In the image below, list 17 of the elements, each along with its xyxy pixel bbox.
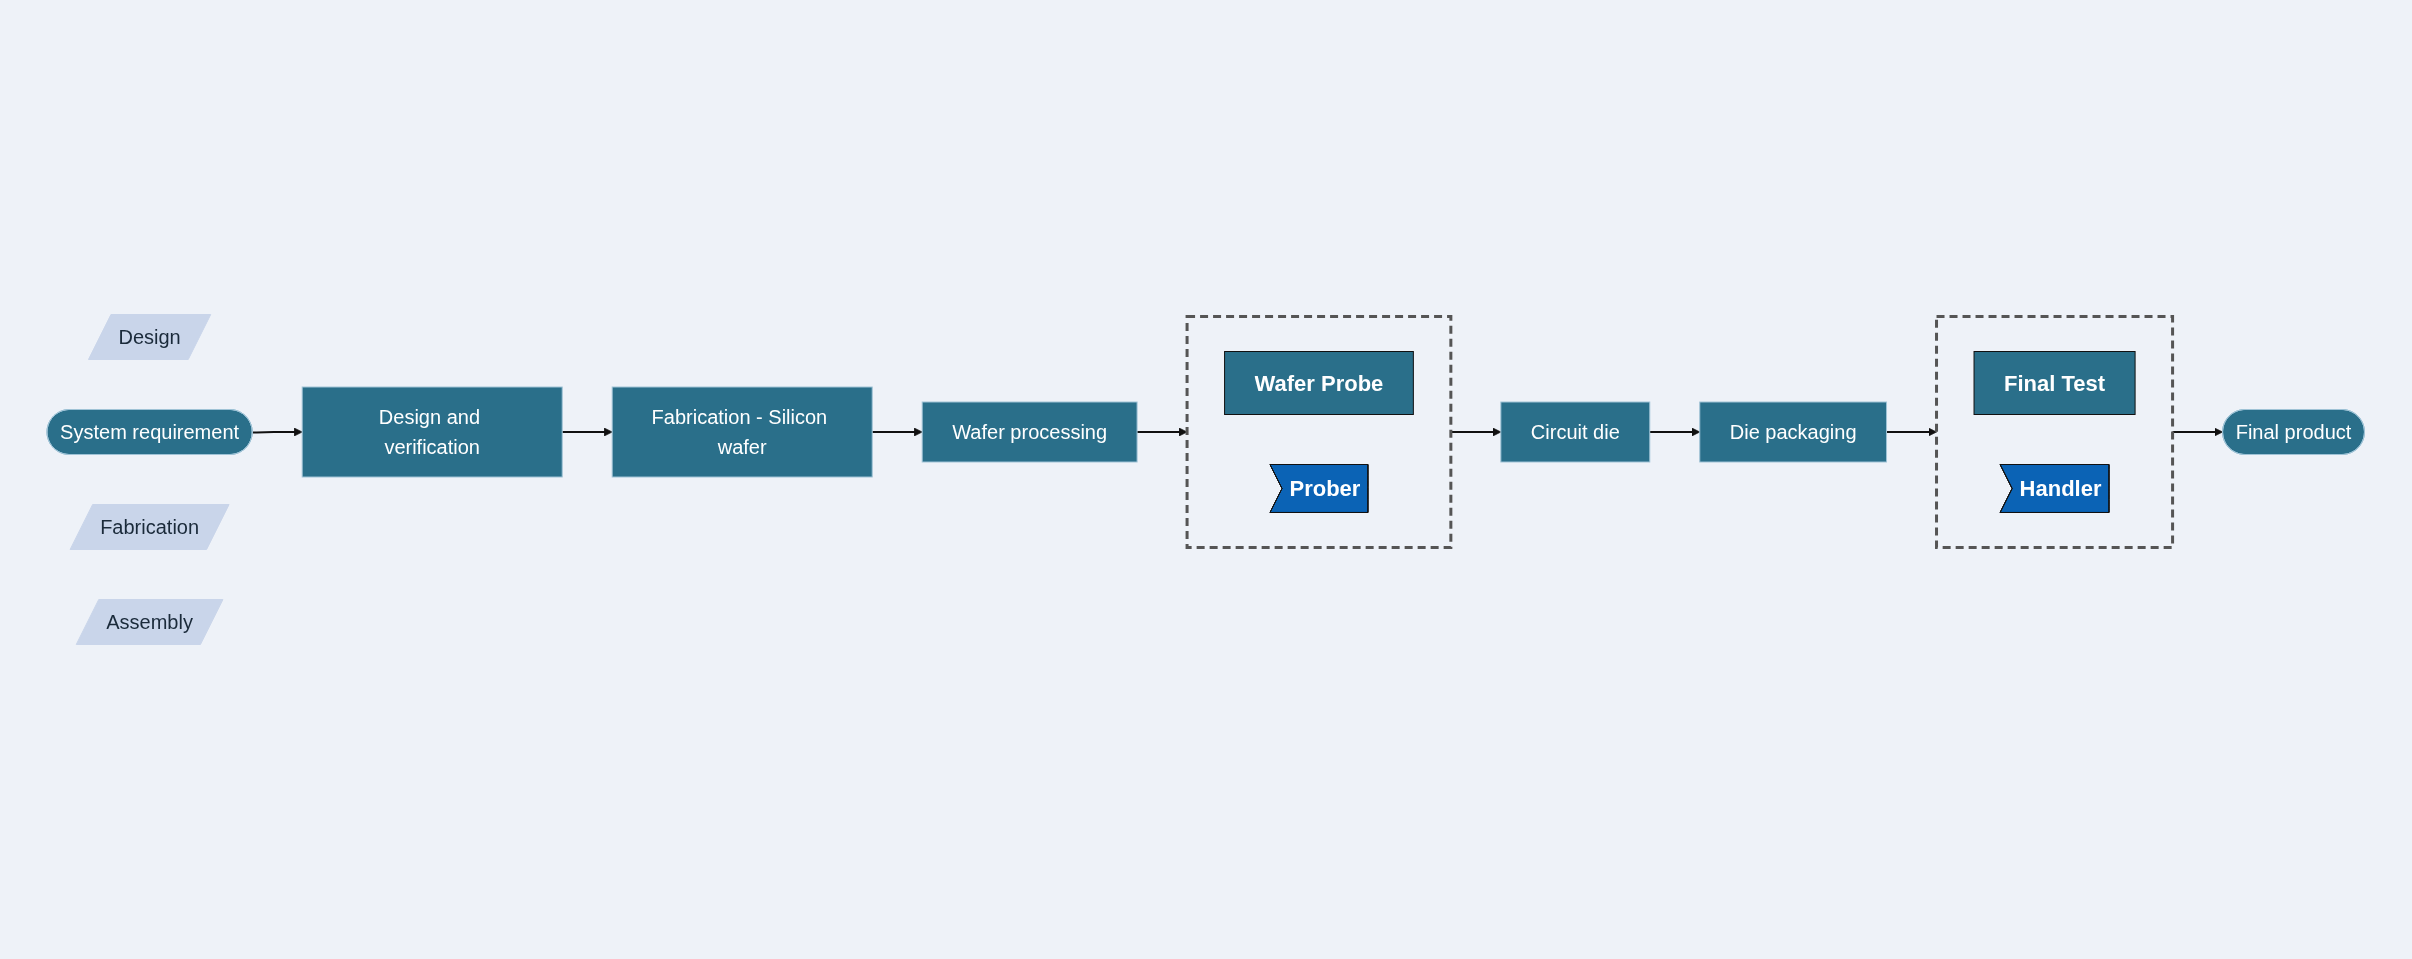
arrow xyxy=(1450,427,1502,437)
arrow xyxy=(1885,427,1938,437)
node-box: Final Test xyxy=(1973,351,2136,415)
node-box: Fabrication - Silicon wafer xyxy=(612,386,873,478)
cluster xyxy=(1935,315,2175,549)
arrow xyxy=(1136,427,1188,437)
arrow xyxy=(2171,427,2224,437)
node-box: Wafer processing xyxy=(922,401,1138,463)
node-box: Design and verification xyxy=(302,386,563,478)
node-box: Circuit die xyxy=(1500,401,1651,463)
cluster xyxy=(1185,315,1453,549)
arrow xyxy=(561,427,613,437)
node-box: Die packaging xyxy=(1699,401,1888,463)
arrow xyxy=(1649,427,1701,437)
arrow xyxy=(871,427,923,437)
arrow xyxy=(252,427,303,437)
node-box: Wafer Probe xyxy=(1224,351,1415,415)
